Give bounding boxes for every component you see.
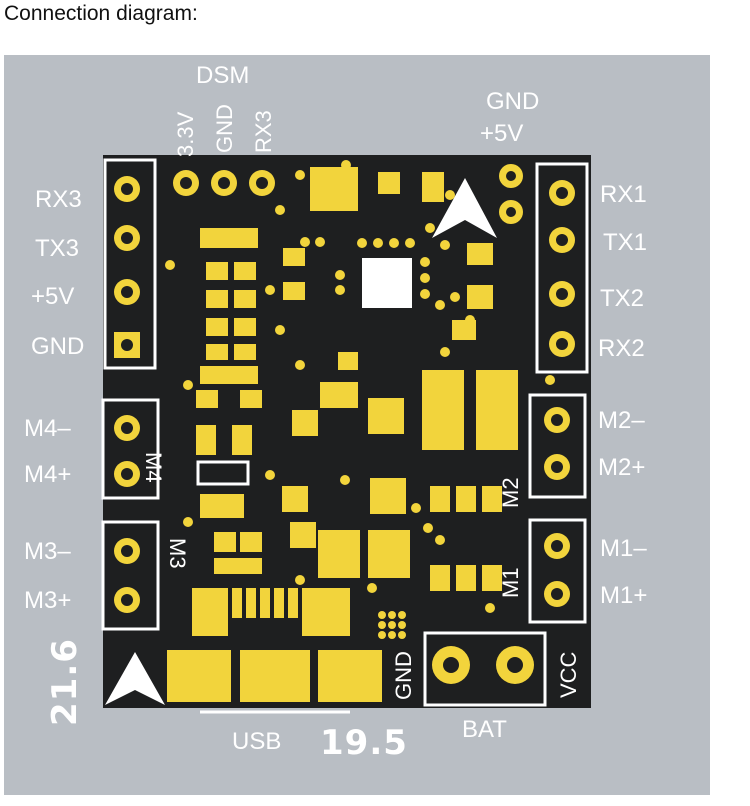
- silk-m2-label: M2: [498, 477, 523, 508]
- m4-plus-label: M4+: [24, 461, 72, 488]
- m4-minus-label: M4–: [24, 415, 71, 442]
- m2-minus-label: M2–: [598, 407, 645, 434]
- m3-minus-label: M3–: [24, 538, 71, 565]
- left-rx3-label: RX3: [35, 186, 82, 213]
- right-rx1-label: RX1: [600, 181, 647, 208]
- orientation-arrow-top: [432, 178, 497, 238]
- bat-label: BAT: [462, 716, 507, 743]
- dsm-pin-gnd-label: GND: [212, 104, 237, 153]
- right-rx2-label: RX2: [598, 335, 645, 362]
- right-header-outline: [535, 162, 589, 374]
- left-header-outline: [103, 158, 157, 370]
- m3-header-outline: [101, 520, 160, 631]
- orientation-arrow-bottom: [105, 652, 165, 705]
- diagram-caption: Connection diagram:: [4, 2, 198, 25]
- m3-plus-label: M3+: [24, 587, 72, 614]
- silk-m1-label: M1: [498, 567, 523, 598]
- m1-plus-label: M1+: [600, 582, 648, 609]
- bottom-vcc-label: VCC: [556, 651, 581, 698]
- dsm-label: DSM: [196, 62, 250, 89]
- left-5v-label: +5V: [31, 283, 75, 310]
- bottom-gnd-label: GND: [391, 651, 416, 700]
- right-tx1-label: TX1: [603, 229, 648, 256]
- height-dimension: 21.6: [45, 638, 85, 726]
- dsm-pin-rx3-label: RX3: [251, 110, 276, 153]
- silk-m3-label: M3: [165, 538, 190, 569]
- usb-label: USB: [232, 728, 282, 755]
- m4-silk-box: [196, 460, 250, 486]
- m2-plus-label: M2+: [598, 454, 646, 481]
- silk-m4-label: M4: [141, 452, 166, 483]
- dsm-pin-3v3-label: 3.3V: [173, 111, 198, 157]
- right-tx2-label: TX2: [600, 285, 645, 312]
- left-gnd-label: GND: [31, 333, 85, 360]
- left-tx3-label: TX3: [35, 235, 80, 262]
- m2-header-outline: [528, 393, 587, 499]
- m4-header-outline: [101, 398, 160, 500]
- m1-minus-label: M1–: [600, 535, 647, 562]
- bat-header-outline: [423, 631, 547, 707]
- width-dimension: 19.5: [320, 723, 408, 763]
- m1-header-outline: [528, 518, 587, 624]
- top-gnd-label: GND: [486, 88, 540, 115]
- mcu-chip: [362, 258, 412, 308]
- top-5v-label: +5V: [480, 120, 524, 147]
